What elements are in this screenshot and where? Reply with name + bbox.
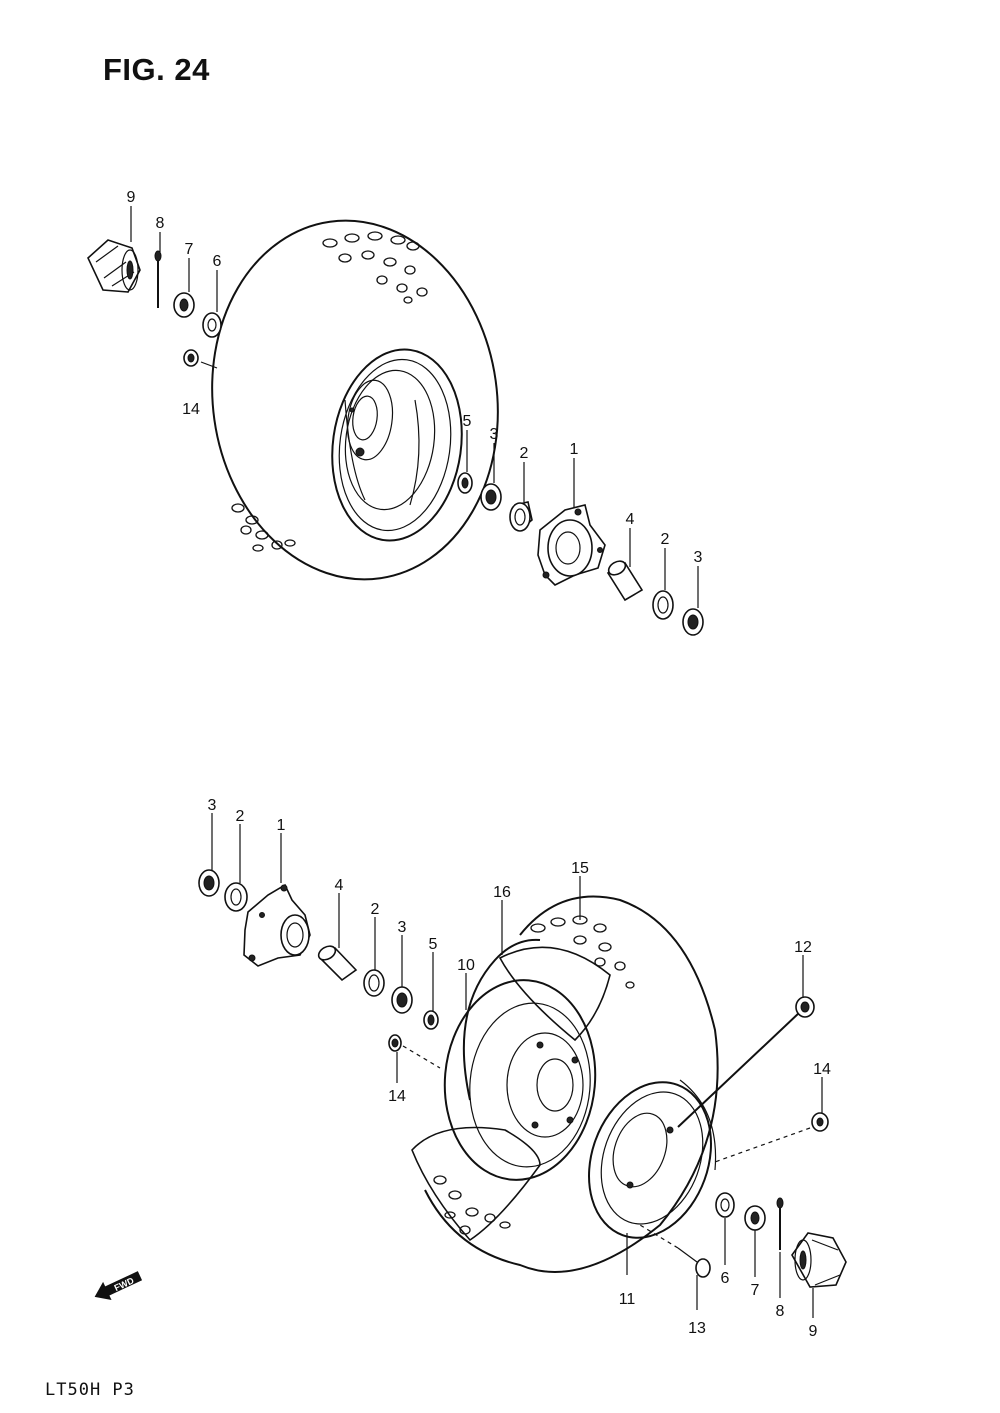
- upper-hub-1: [537, 504, 606, 586]
- lower-rim-inner-10: [443, 979, 597, 1181]
- callout-lower: 7: [751, 1282, 760, 1299]
- lower-washer-6: [715, 1192, 735, 1218]
- lower-seal-3: [198, 869, 220, 897]
- callout-upper: 3: [490, 426, 499, 443]
- upper-cotter-pin-8: [154, 250, 162, 308]
- upper-bearing-2b: [652, 590, 674, 620]
- lower-rim-outer-11: [588, 1079, 717, 1239]
- callout-lower: 1: [277, 817, 286, 834]
- lower-valve-12: [677, 996, 815, 1128]
- lower-cotter-pin-8: [776, 1197, 784, 1250]
- callout-upper: 9: [127, 189, 136, 206]
- upper-seal-3b: [682, 608, 704, 636]
- upper-nut-14: [183, 349, 218, 369]
- forward-arrow-icon: FWD: [94, 1271, 143, 1300]
- lower-nut-7: [744, 1205, 766, 1231]
- lower-wheel-assembly: 3 2 1 4 2 3 5 16 15 10 14 12 14 11 13 6 …: [198, 797, 847, 1340]
- callout-upper: 7: [185, 241, 194, 258]
- callout-lower: 10: [457, 957, 475, 974]
- callout-lower: 14: [388, 1088, 406, 1105]
- callout-lower: 5: [429, 936, 438, 953]
- callout-lower: 15: [571, 860, 589, 877]
- upper-washer-6: [202, 312, 222, 338]
- upper-cap-nut-9: [87, 239, 141, 293]
- callout-lower: 8: [776, 1303, 785, 1320]
- model-code: LT50H P3: [45, 1380, 135, 1400]
- lower-spacer-4: [317, 945, 358, 982]
- callout-upper: 3: [694, 549, 703, 566]
- callout-lower: 12: [794, 939, 812, 956]
- callout-upper: 6: [213, 253, 222, 270]
- figure-title: FIG. 24: [103, 52, 210, 87]
- lower-nut-14a: [388, 1034, 441, 1069]
- lower-tire: [411, 895, 719, 1273]
- callout-upper: 2: [661, 531, 670, 548]
- callout-lower: 3: [398, 919, 407, 936]
- upper-rim: [331, 348, 463, 542]
- lower-bolt-13: [639, 1224, 711, 1278]
- upper-bearing-2: [509, 501, 533, 532]
- callout-lower: 13: [688, 1320, 706, 1337]
- lower-hub-1: [243, 883, 311, 967]
- lower-nut-14b: [711, 1112, 829, 1164]
- callout-lower: 2: [371, 901, 380, 918]
- callout-upper: 4: [626, 511, 635, 528]
- lower-bearing-2b: [363, 969, 385, 997]
- callout-upper: 1: [570, 441, 579, 458]
- lower-seal-3b: [391, 986, 413, 1014]
- callout-lower: 16: [493, 884, 511, 901]
- callout-upper: 14: [182, 401, 200, 418]
- upper-wheel-assembly: 9 8 7 6 14 5 3 2 1 4 2 3: [87, 189, 704, 636]
- lower-cap-nut-9: [791, 1232, 847, 1288]
- upper-spacer-4: [606, 560, 644, 602]
- callout-lower: 6: [721, 1270, 730, 1287]
- callout-lower: 3: [208, 797, 217, 814]
- callout-lower: 14: [813, 1061, 831, 1078]
- callout-lower: 9: [809, 1323, 818, 1340]
- callout-upper: 5: [463, 413, 472, 430]
- upper-nut-7: [173, 292, 195, 318]
- callout-upper: 8: [156, 215, 165, 232]
- callout-lower: 11: [619, 1291, 636, 1308]
- callout-lower: 2: [236, 808, 245, 825]
- upper-spacer-5: [457, 472, 473, 494]
- lower-bearing-2: [224, 882, 248, 912]
- callout-upper: 2: [520, 445, 529, 462]
- upper-seal-3: [480, 483, 502, 511]
- callout-lower: 4: [335, 877, 344, 894]
- lower-spacer-5: [423, 1010, 439, 1030]
- upper-tire: [211, 219, 499, 581]
